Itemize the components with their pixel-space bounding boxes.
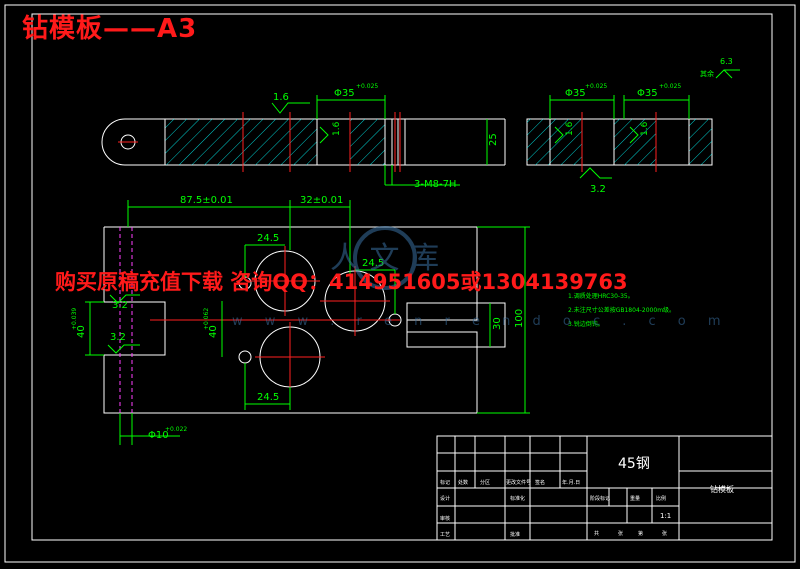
- section-view-top-right: [526, 112, 713, 172]
- tb-check: 审核: [440, 515, 450, 522]
- dim-h-40-left-tol: +0.039: [71, 308, 78, 330]
- plan-dims: [85, 200, 530, 445]
- watermark-logo: 人 文 库: [330, 226, 439, 290]
- rough-16-right: 1.6: [565, 121, 575, 136]
- tb-stage1: 重量: [630, 495, 640, 502]
- tb-part-name: 钻模板: [710, 484, 734, 494]
- tb-design: 设计: [440, 495, 450, 502]
- dim-tol-025-a: +0.025: [356, 83, 378, 90]
- rough-32-left-b: 3.2: [110, 332, 126, 343]
- dims-top-left: [271, 95, 488, 186]
- dim-circ-245-a: 24.5: [257, 233, 279, 244]
- drawing-title: 钻模板——A3: [22, 14, 198, 44]
- dim-len-875: 87.5±0.01: [180, 195, 233, 206]
- plan-centerlines: [119, 227, 400, 413]
- dim-bore10: Φ10: [148, 430, 169, 441]
- dim-bore35-a: Φ35: [334, 88, 355, 99]
- tb-h1: 处数: [458, 479, 468, 486]
- tb-h2: 分区: [480, 479, 490, 486]
- dim-bore35-b: Φ35: [565, 88, 586, 99]
- watermark-logo-text: 人 文 库: [330, 241, 439, 276]
- inner-frame: [31, 13, 773, 541]
- tb-sheet1: 张: [618, 530, 623, 537]
- dim-tol-025-b: +0.025: [585, 83, 607, 90]
- tb-material: 45钢: [618, 456, 650, 472]
- note-1: 1.调质处理HRC30-35。: [568, 292, 634, 300]
- rough-16-right-b: 1.6: [640, 121, 650, 136]
- dim-bore10-tol: +0.022: [165, 426, 187, 433]
- section-view-top-left: [101, 112, 506, 172]
- note-3: 3.锐边倒钝。: [568, 320, 604, 328]
- dim-h-40-left: 40: [76, 325, 87, 338]
- note-2: 2.未注尺寸公差按GB1804-2000m级。: [568, 306, 675, 314]
- dim-thick-25: 25: [488, 133, 499, 146]
- rough-32-left-a: 3.2: [112, 300, 128, 311]
- rough-32-right: 3.2: [590, 184, 606, 195]
- tb-sheet0: 共: [594, 530, 599, 537]
- dim-thread: 3-M8-7H: [414, 179, 456, 190]
- title-block: [436, 435, 773, 541]
- tb-craft: 工艺: [440, 532, 450, 538]
- dims-top-right: [549, 69, 740, 179]
- rough-63: 6.3: [720, 57, 733, 66]
- dim-circ-245-c: 24.5: [257, 392, 279, 403]
- dim-tol-025-c: +0.025: [659, 83, 681, 90]
- tb-h4: 签名: [535, 479, 545, 486]
- tb-h5: 年.月.日: [562, 479, 580, 486]
- tb-sheet2: 第: [638, 530, 643, 537]
- dim-h-100: 100: [514, 309, 525, 328]
- dim-h-40-mid: 40: [208, 325, 219, 338]
- tb-h3: 更改文件号: [506, 479, 531, 486]
- tb-sheet3: 张: [662, 530, 667, 537]
- tb-h0: 标记: [440, 479, 450, 486]
- dim-len-32: 32±0.01: [300, 195, 343, 206]
- tb-stage0: 阶段标记: [590, 495, 610, 502]
- dim-bore35-c: Φ35: [637, 88, 658, 99]
- tb-std: 标准化: [510, 495, 525, 502]
- promo-banner: 购买原稿充值下载 咨询QQ：414951605或1304139763: [55, 270, 628, 294]
- rough-16-side: 1.6: [332, 121, 342, 136]
- tb-stage2: 比例: [656, 495, 666, 502]
- rough-16-top: 1.6: [273, 92, 289, 103]
- rough-63-note: 其余: [700, 69, 714, 78]
- tb-scale: 1:1: [660, 512, 671, 520]
- outer-frame: [4, 4, 796, 563]
- tb-approve: 批准: [510, 531, 520, 538]
- dim-circ-245-b: 24.5: [362, 258, 384, 269]
- watermark-url: w w w . r e n r e n d o c . c o m: [232, 314, 730, 329]
- dim-h-40-mid-tol: +0.062: [203, 308, 210, 330]
- dim-h-30: 30: [492, 317, 503, 330]
